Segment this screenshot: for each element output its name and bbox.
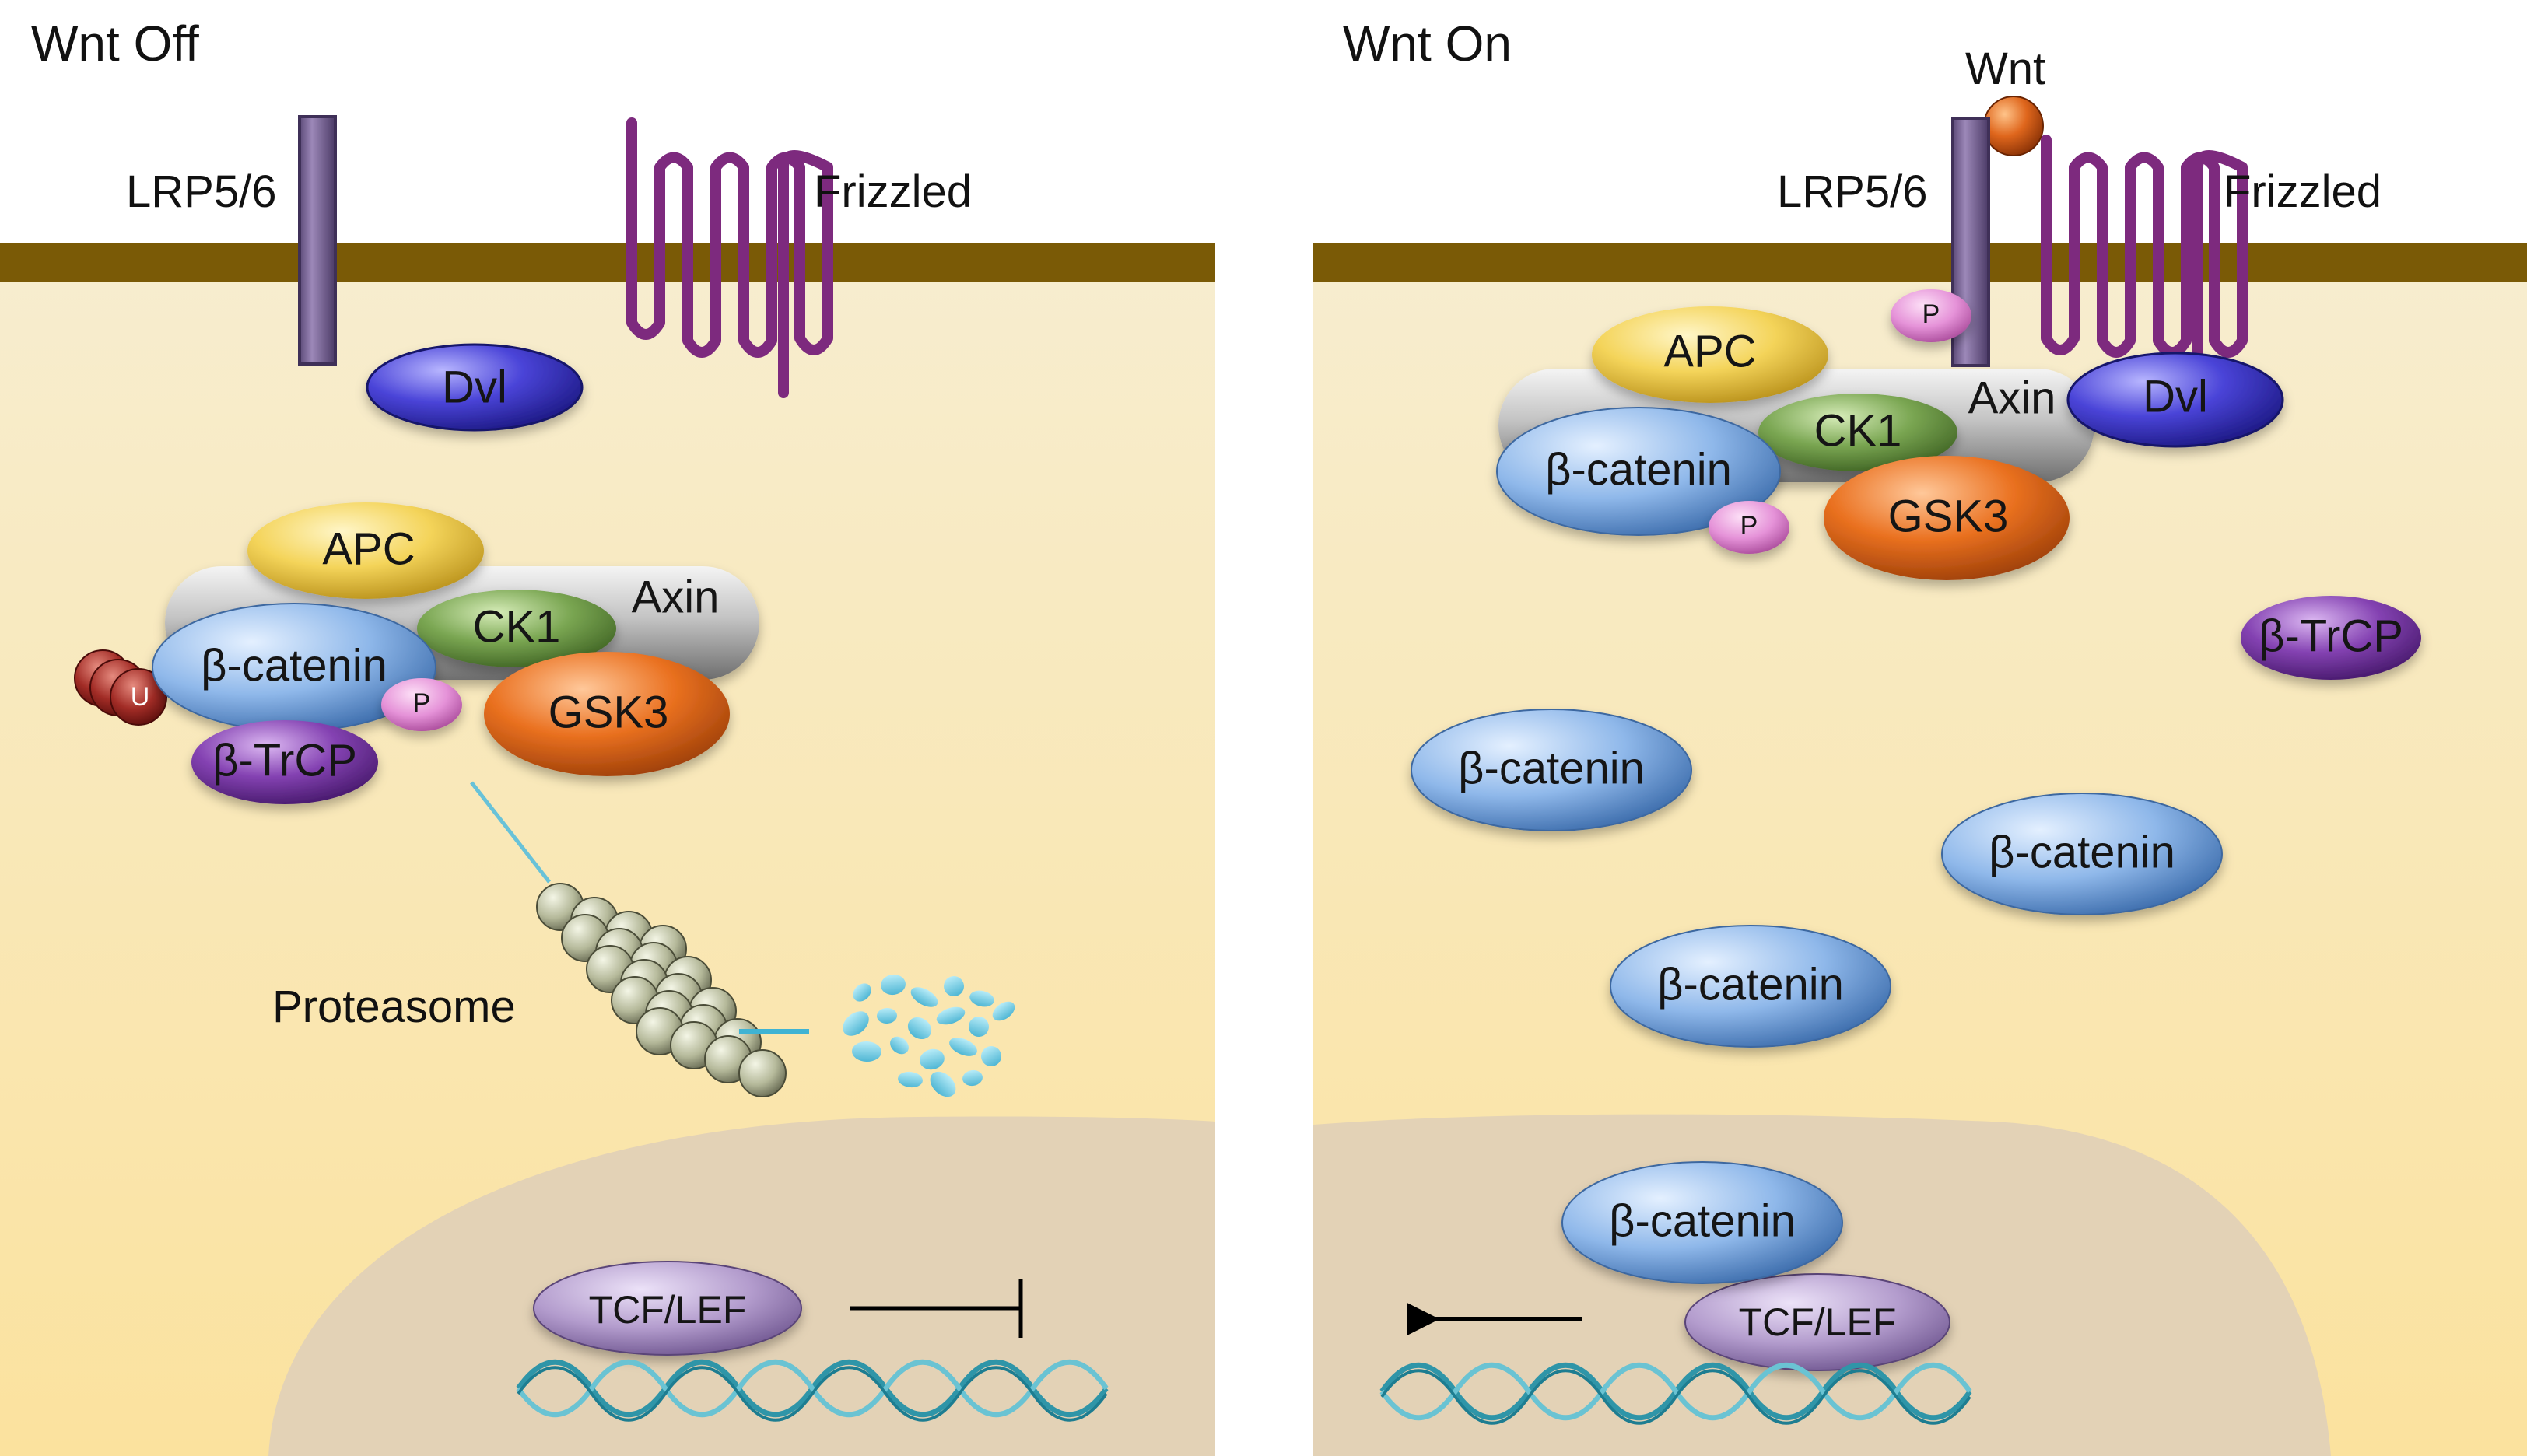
degraded-peptides (843, 974, 1015, 1097)
frizzled-label-on: Frizzled (2224, 166, 2382, 217)
cell-membrane-off (0, 243, 1215, 282)
free-beta-catenin (1610, 925, 1891, 1048)
dvl-label-on: Dvl (2143, 372, 2208, 422)
proteasome (536, 883, 787, 1097)
phospho-receptor-on (1891, 289, 1971, 342)
ck1-label-off: CK1 (473, 602, 561, 653)
apc-protein-off (247, 502, 484, 599)
peptide-fragment (962, 1069, 983, 1087)
frizzled-receptor-on (2041, 135, 2248, 371)
free-beta-catenin-label: β-catenin (1989, 828, 2175, 878)
free-beta-catenin-label: β-catenin (1458, 744, 1645, 794)
peptide-fragment (890, 1036, 909, 1055)
beta-catenin-label-off: β-catenin (201, 641, 387, 691)
dvl-protein-off (366, 343, 584, 432)
ck1-label-on: CK1 (1814, 406, 1902, 457)
btrcp-label-off: β-TrCP (212, 736, 357, 786)
gsk3-label-off: GSK3 (549, 688, 669, 738)
beta-catenin-complex-on (1496, 407, 1781, 536)
apc-label-off: APC (322, 524, 415, 575)
btrcp-protein-on (2241, 596, 2421, 680)
axin-label-off: Axin (632, 572, 720, 623)
frizzled-label-off: Frizzled (814, 166, 972, 217)
axin-label-on: Axin (1968, 373, 2056, 424)
peptide-fragment (981, 1046, 1001, 1066)
peptide-fragment (877, 1007, 897, 1024)
dvl-label-off: Dvl (442, 362, 507, 413)
panel-title-on: Wnt On (1343, 16, 1512, 72)
cell-membrane-on (1313, 243, 2527, 282)
panel-title-off: Wnt Off (31, 16, 199, 72)
ck1-protein-off (417, 590, 616, 667)
peptide-fragment (898, 1071, 923, 1088)
lrp-label-on: LRP5/6 (1777, 166, 1927, 217)
peptide-fragment (969, 990, 994, 1007)
proteasome-label: Proteasome (272, 982, 516, 1032)
panel-wnt-off: Wnt Off LRP5/6 Frizzled Dvl Axin APC CK1… (0, 16, 1215, 1456)
phospho-off (381, 678, 462, 731)
repression-bar (850, 1279, 1023, 1338)
wnt-ligand (1983, 96, 2044, 156)
peptide-fragment (907, 1017, 932, 1040)
btrcp-label-on: β-TrCP (2259, 611, 2403, 662)
peptide-fragment (910, 987, 938, 1007)
phospho-on (1709, 501, 1789, 554)
tcf-lef-on (1684, 1273, 1950, 1371)
free-beta-catenin (1941, 793, 2223, 915)
dvl-protein-on (2066, 352, 2284, 448)
peptide-fragment (936, 1006, 966, 1025)
gsk3-label-on: GSK3 (1888, 492, 2009, 542)
peptide-fragment (969, 1017, 989, 1037)
btrcp-protein-off (191, 720, 378, 804)
peptide-fragment (944, 976, 964, 996)
peptide-fragment (881, 974, 906, 996)
lrp-label-off: LRP5/6 (126, 166, 276, 217)
nuclear-beta-catenin-label: β-catenin (1609, 1196, 1796, 1247)
free-beta-catenin-label: β-catenin (1657, 960, 1844, 1010)
wnt-label: Wnt (1965, 44, 2045, 94)
nuclear-beta-catenin (1561, 1161, 1843, 1284)
free-beta-catenin (1411, 709, 1692, 831)
beta-catenin-complex-label-on: β-catenin (1545, 445, 1732, 495)
peptide-fragment (949, 1038, 977, 1056)
gsk3-protein-on (1824, 456, 2070, 580)
ubiquitin-off (110, 668, 167, 726)
phospho-label-on: P (1740, 511, 1758, 541)
lrp-receptor-off (298, 115, 337, 366)
phospho-label-off: P (413, 688, 431, 718)
ck1-protein-on (1758, 394, 1957, 471)
tcf-lef-label-off: TCF/LEF (589, 1288, 747, 1332)
degradation-line-1 (470, 781, 551, 884)
frizzled-receptor-off (626, 117, 833, 398)
peptide-fragment (930, 1071, 956, 1097)
peptide-fragment (853, 983, 871, 1002)
apc-label-on: APC (1663, 327, 1756, 377)
ubiquitin-label-off: U (131, 682, 150, 712)
peptide-fragment (920, 1048, 945, 1070)
peptide-fragment (843, 1011, 869, 1036)
peptide-fragment (852, 1041, 881, 1062)
gsk3-protein-off (484, 652, 730, 776)
peptide-fragment (992, 1001, 1015, 1021)
proteasome-subunit (738, 1049, 787, 1097)
panel-wnt-on: Wnt On Wnt LRP5/6 Frizzled P Axin Dvl AP… (1313, 16, 2527, 1456)
phospho-receptor-label: P (1922, 299, 1940, 329)
apc-protein-on (1592, 306, 1828, 403)
tcf-lef-off (533, 1261, 802, 1356)
tcf-lef-label-on: TCF/LEF (1739, 1300, 1897, 1344)
